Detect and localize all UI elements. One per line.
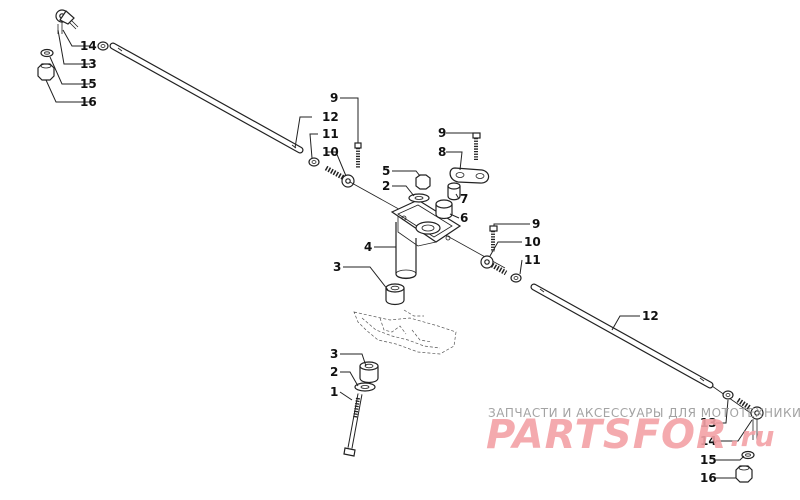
bolt-lower-right: [489, 225, 498, 252]
pitman-arm: [449, 167, 490, 184]
callout-9-pitman: 9: [438, 126, 446, 140]
callout-14-left: 14: [80, 39, 97, 53]
callout-16-right: 16: [700, 471, 717, 485]
upper-bushing: [385, 283, 405, 306]
right-lock-nut-outer: [735, 465, 753, 483]
left-jam-nut-outer: [97, 41, 109, 51]
callout-15-left: 15: [80, 77, 97, 91]
callout-5: 5: [382, 164, 390, 178]
callout-7: 7: [460, 192, 468, 206]
callout-9-upper-left: 9: [330, 91, 338, 105]
steering-pivot-housing: [390, 199, 462, 280]
top-lock-nut: [415, 174, 431, 190]
callout-12-left: 12: [322, 110, 339, 124]
callout-14-right: 14: [700, 434, 717, 448]
watermark: ЗАПЧАСТИ И АКСЕССУАРЫ ДЛЯ МОТОТЕХНИКИ PA…: [486, 406, 800, 458]
bolt-pitman: [472, 132, 481, 160]
lower-washer: [354, 382, 376, 392]
callout-8: 8: [438, 145, 446, 159]
callout-15-right: 15: [700, 453, 717, 467]
callout-labels: 14 13 15 16 9 12 11 10 9 8 5 2 7 6 9 4 1…: [80, 39, 717, 485]
right-outer-axis-line: [711, 385, 753, 415]
callout-6: 6: [460, 211, 468, 225]
bolt-upper-left: [354, 142, 362, 168]
right-jam-nut-outer: [722, 390, 734, 400]
right-tie-rod: [530, 283, 714, 389]
callout-11-right: 11: [524, 253, 541, 267]
left-lock-nut-outer: [37, 63, 55, 81]
callout-4: 4: [364, 240, 372, 254]
lower-bushing: [359, 361, 379, 384]
leader-lines: [45, 29, 753, 479]
right-outer-rod-end: [736, 397, 764, 440]
right-inner-rod-end: [480, 255, 508, 276]
watermark-subtitle: ЗАПЧАСТИ И АКСЕССУАРЫ ДЛЯ МОТОТЕХНИКИ: [488, 406, 800, 420]
callout-1: 1: [330, 385, 338, 399]
left-washer-outer: [40, 48, 54, 58]
callout-9-lower-right: 9: [532, 217, 540, 231]
left-tie-rod: [109, 42, 304, 154]
right-washer-outer: [741, 450, 755, 460]
callout-2-lower: 2: [330, 365, 338, 379]
watermark-brand: PARTSFOR: [486, 412, 728, 458]
frame-bracket-ghost: [353, 309, 457, 355]
callout-10-right: 10: [524, 235, 541, 249]
callout-10-left: 10: [322, 145, 339, 159]
right-inner-jam-nut: [510, 273, 522, 283]
watermark-suffix: .ru: [730, 420, 774, 453]
pivot-bolt: [343, 393, 363, 457]
callout-13-right: 13: [700, 416, 717, 430]
callout-13-left: 13: [80, 57, 97, 71]
spacer: [435, 199, 453, 220]
callout-2-upper: 2: [382, 179, 390, 193]
callout-11-left: 11: [322, 127, 339, 141]
upper-washer: [408, 193, 430, 203]
left-inner-jam-nut: [308, 157, 320, 167]
callout-12-right: 12: [642, 309, 659, 323]
callout-3-upper: 3: [333, 260, 341, 274]
left-outer-rod-end: [55, 9, 79, 34]
callout-3-lower: 3: [330, 347, 338, 361]
callout-16-left: 16: [80, 95, 97, 109]
left-inner-rod-end: [324, 165, 355, 188]
